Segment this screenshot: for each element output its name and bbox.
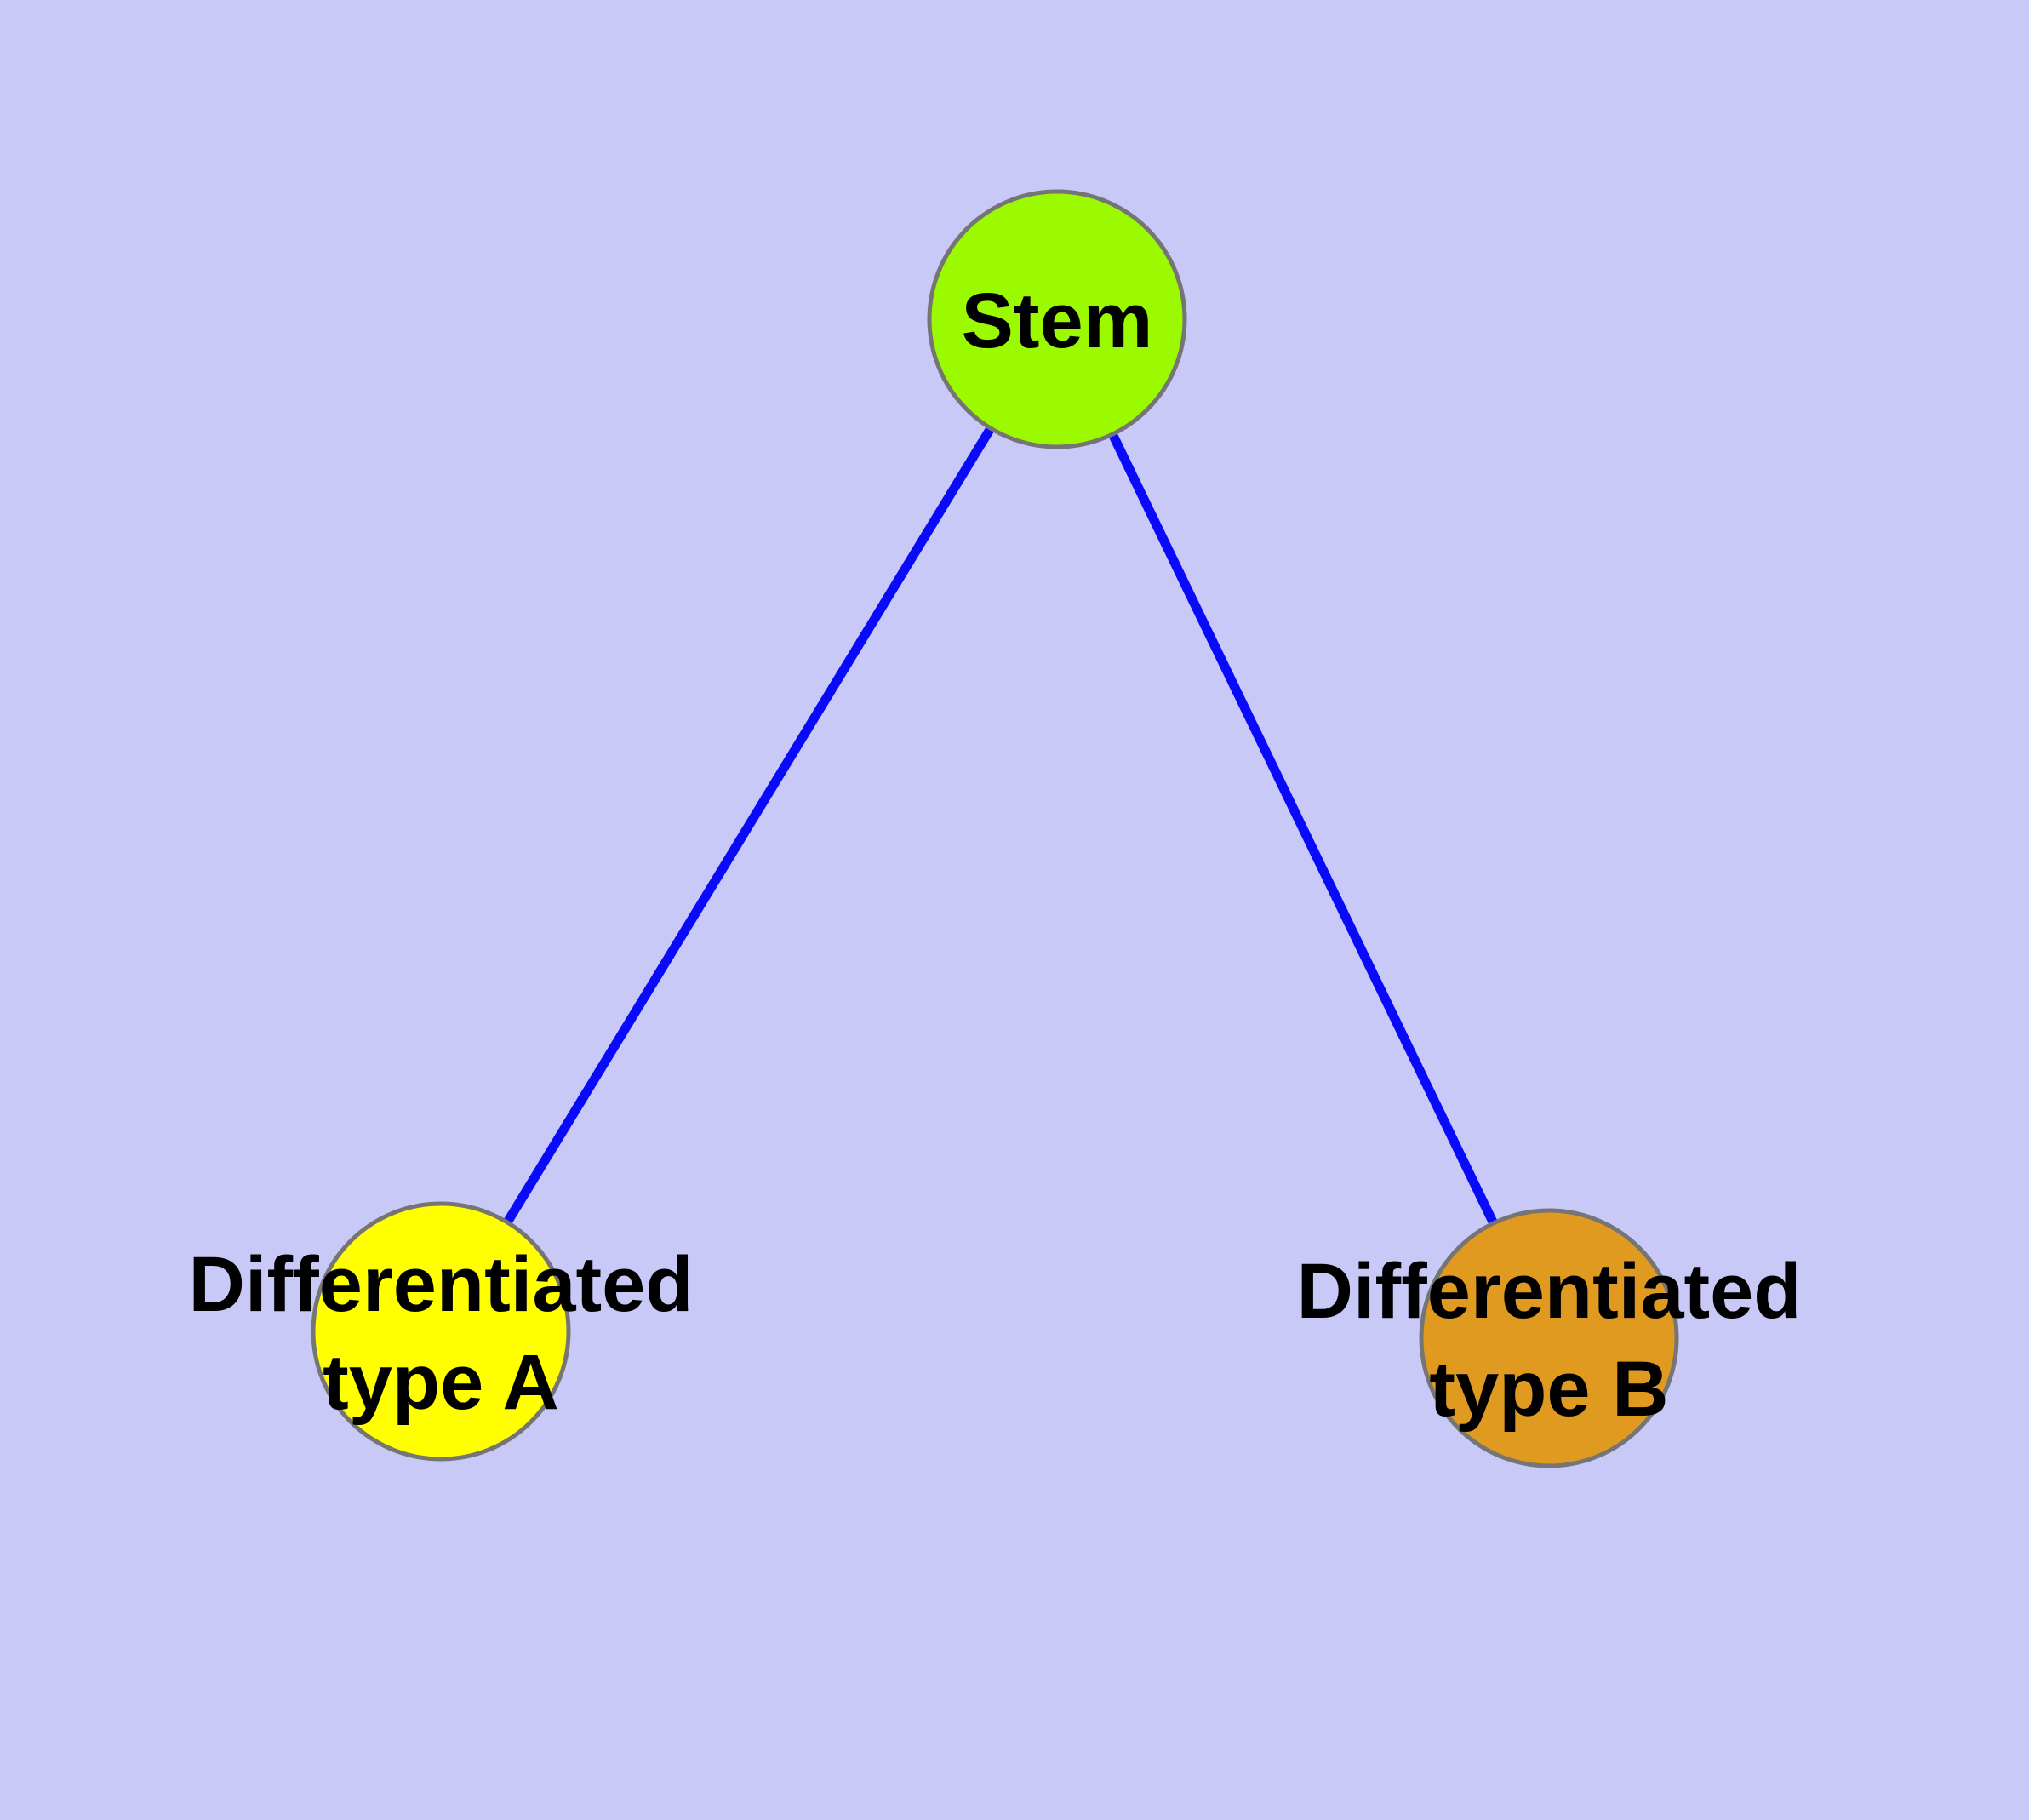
node-differentiated-type-b-label-line: Differentiated <box>1297 1248 1802 1335</box>
node-stem-label: Stem <box>962 278 1153 364</box>
node-differentiated-type-b-label: Differentiated type B <box>1297 1248 1802 1433</box>
edges-layer <box>437 317 1553 1341</box>
node-differentiated-type-a-label: Differentiated type A <box>189 1241 694 1426</box>
node-differentiated-type-b-circle <box>1419 1208 1679 1468</box>
node-stem-circle <box>927 189 1187 449</box>
node-stem: Stem <box>927 189 1187 449</box>
node-differentiated-type-a-label-line: type A <box>323 1339 559 1426</box>
node-differentiated-type-b-label-line: type B <box>1429 1346 1668 1433</box>
node-differentiated-type-a: Differentiated type A <box>189 1201 694 1462</box>
edge-stem-to-differentiated-type-b <box>1053 317 1553 1341</box>
edge-stem-to-differentiated-type-a <box>437 317 1061 1334</box>
node-differentiated-type-a-label-line: Differentiated <box>189 1241 694 1328</box>
node-stem-label-line: Stem <box>962 278 1153 364</box>
node-differentiated-type-b: Differentiated type B <box>1297 1208 1802 1468</box>
node-differentiated-type-a-circle <box>311 1201 571 1462</box>
